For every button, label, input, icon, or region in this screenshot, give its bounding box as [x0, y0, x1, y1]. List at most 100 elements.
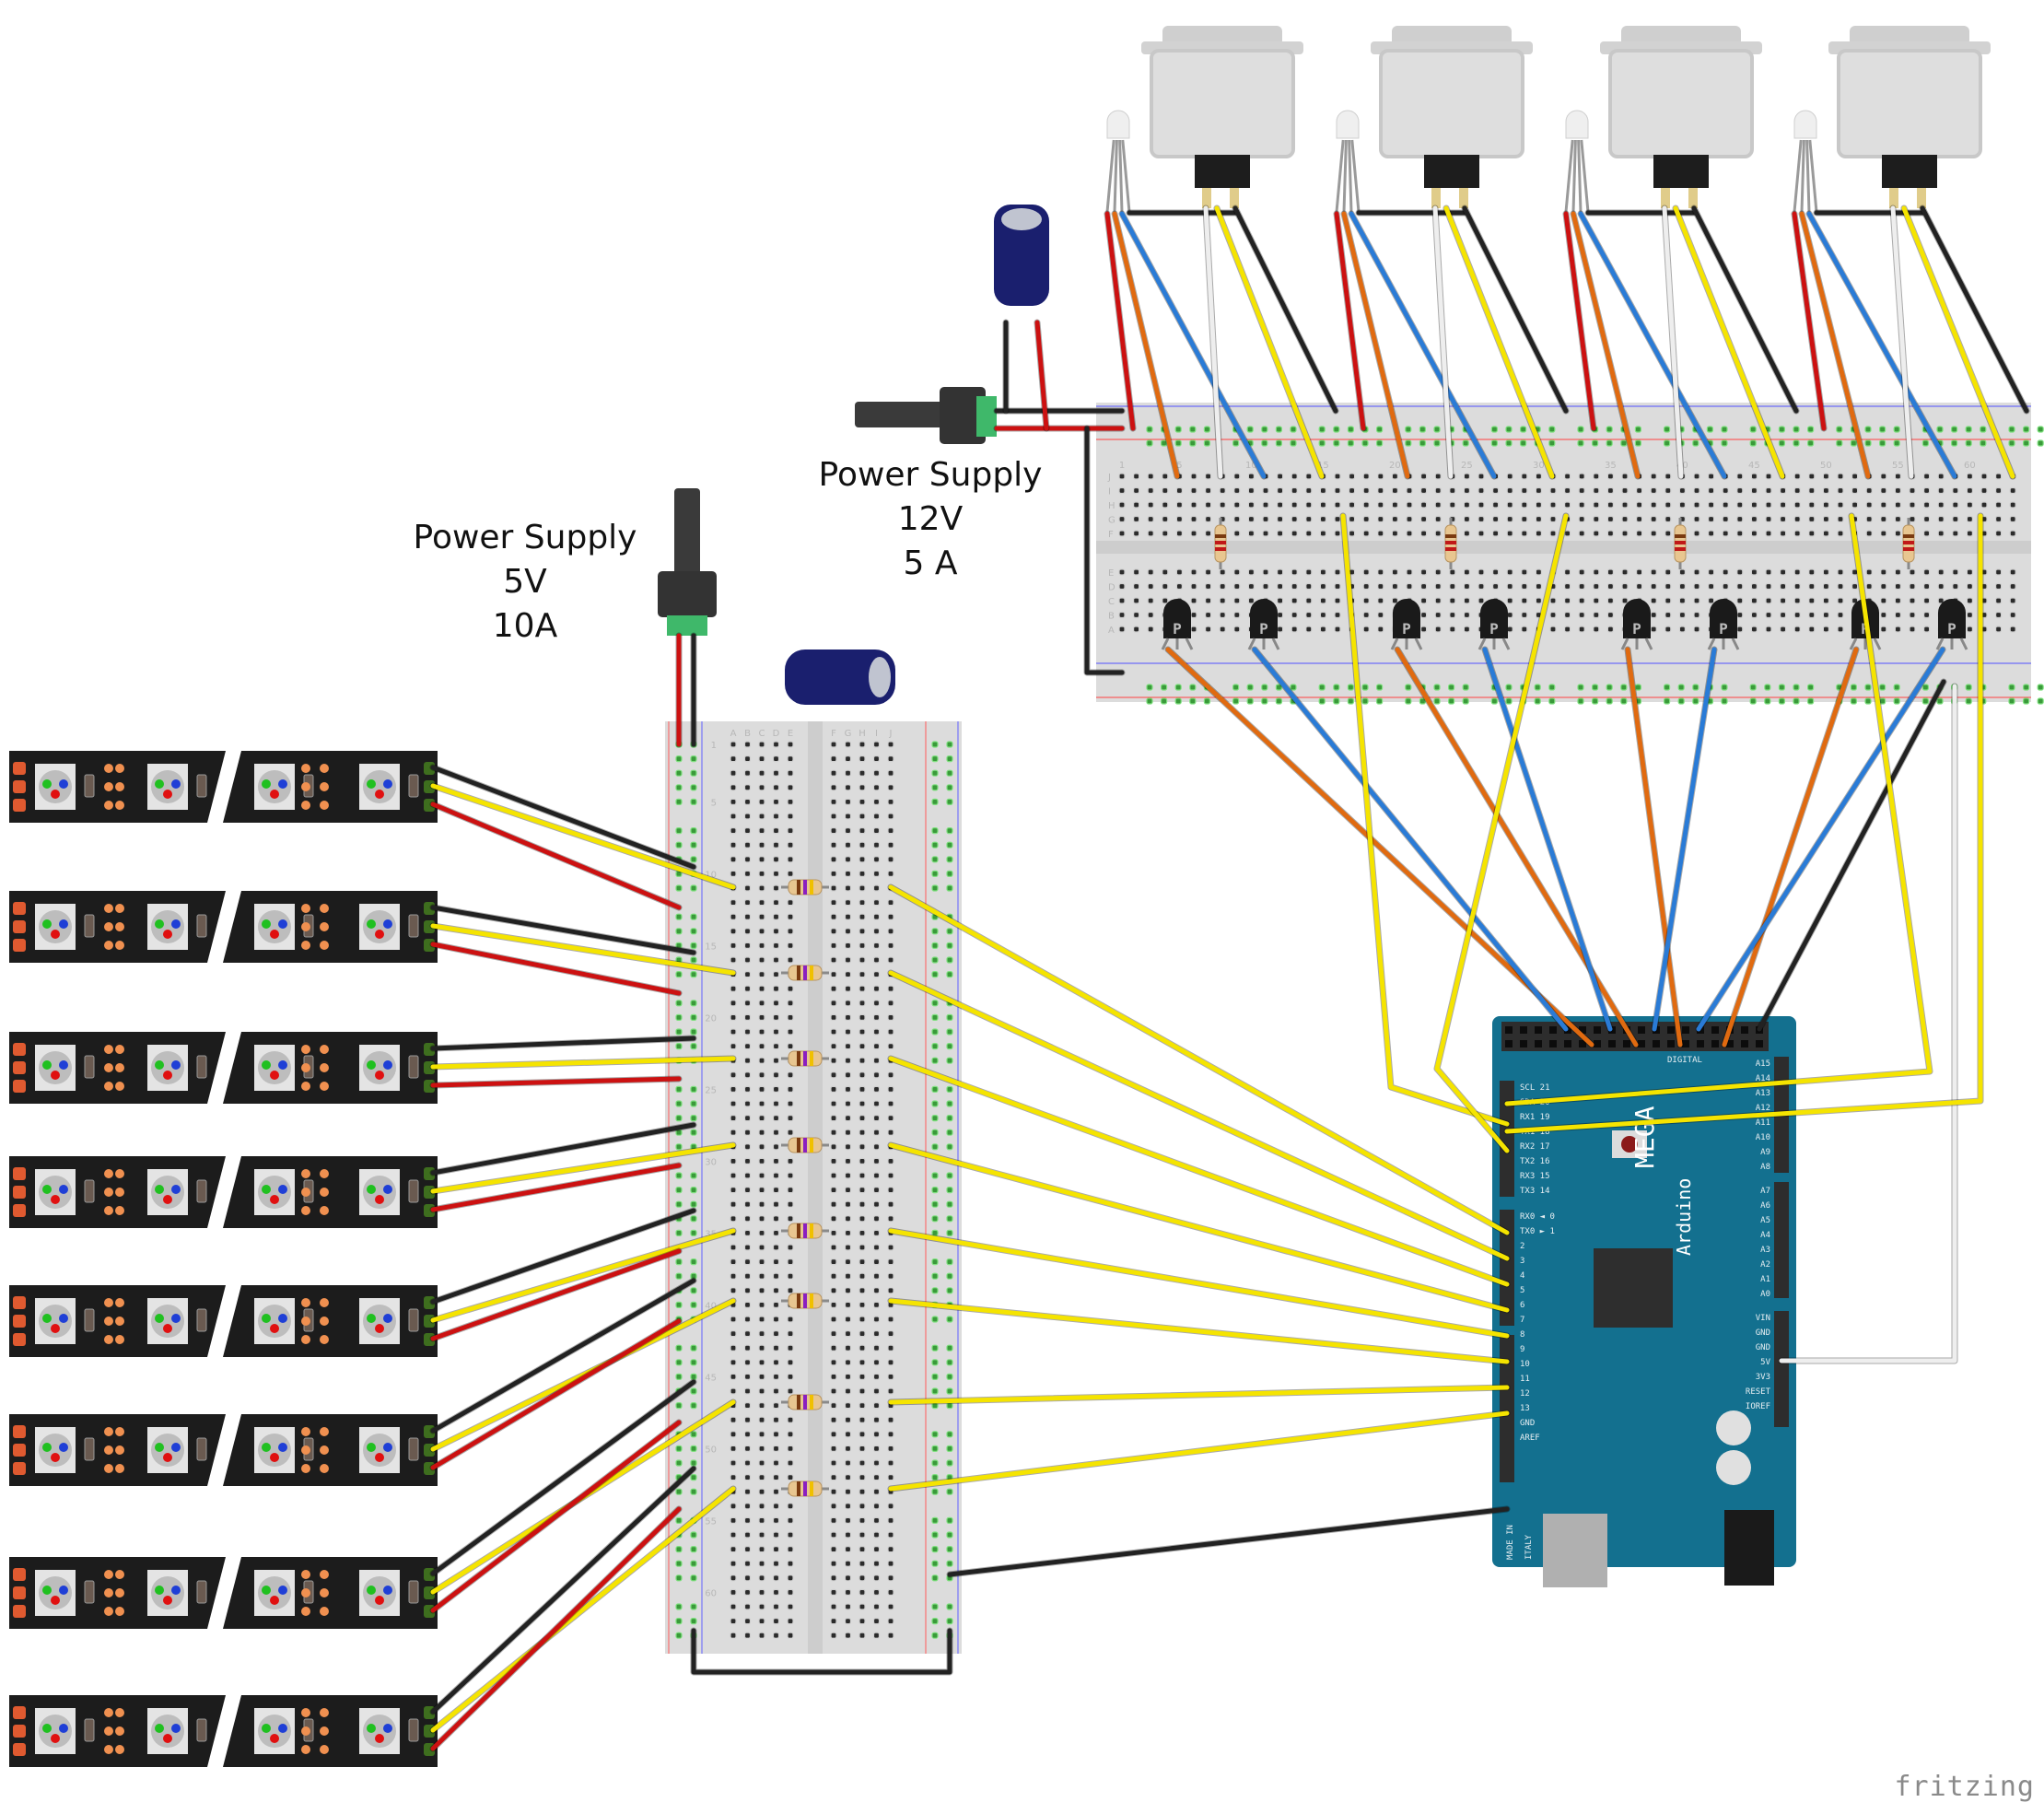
- breadboard-hole: [730, 1287, 737, 1294]
- breadboard-hole: [690, 1301, 697, 1309]
- breadboard-hole: [1952, 501, 1959, 509]
- pwm-pin-label: 4: [1520, 1271, 1524, 1281]
- breadboard-hole: [690, 784, 697, 791]
- breadboard-hole: [1361, 684, 1369, 691]
- breadboard-hole: [872, 1229, 881, 1237]
- led-blue: [383, 779, 392, 789]
- breadboard-row-letter: E: [1108, 568, 1114, 579]
- strip-pad: [301, 764, 310, 773]
- breadboard-hole: [772, 1316, 780, 1323]
- breadboard-hole: [887, 870, 894, 878]
- led-blue: [171, 779, 181, 789]
- transistor-label: P: [1489, 620, 1499, 638]
- breadboard-hole: [758, 942, 765, 950]
- resistor-band: [797, 880, 800, 895]
- breadboard-hole: [730, 1013, 737, 1022]
- breadboard-hole: [1693, 515, 1700, 523]
- breadboard-hole: [1894, 582, 1901, 591]
- analog-pin-label: A3: [1760, 1246, 1770, 1255]
- breadboard-hole: [1578, 582, 1585, 591]
- breadboard-hole: [872, 1431, 881, 1438]
- led-strip: [9, 1285, 438, 1357]
- breadboard-hole: [1334, 626, 1341, 633]
- breadboard-hole: [1175, 486, 1184, 495]
- breadboard-hole: [872, 1588, 881, 1597]
- strip-output-pad: [424, 1315, 435, 1328]
- breadboard-hole: [1822, 501, 1830, 509]
- breadboard-hole: [1937, 515, 1945, 523]
- breadboard-hole: [844, 741, 852, 748]
- breadboard-hole: [787, 1445, 794, 1453]
- breadboard-hole: [931, 1287, 939, 1294]
- breadboard-hole: [1952, 486, 1959, 495]
- breadboard-hole: [887, 1445, 894, 1453]
- breadboard-hole: [1334, 473, 1341, 480]
- switch-wire: [1662, 205, 1684, 479]
- breadboard-hole: [2009, 486, 2016, 495]
- breadboard-hole: [730, 1000, 737, 1007]
- breadboard-hole: [1722, 568, 1729, 576]
- cap-positive-wire: [1034, 320, 1049, 431]
- comm-pin-label: TX2 16: [1520, 1157, 1550, 1166]
- breadboard-hole: [2008, 426, 2015, 433]
- breadboard-hole: [730, 1272, 737, 1280]
- breadboard-hole: [872, 1574, 881, 1582]
- breadboard-hole: [1880, 473, 1887, 480]
- breadboard-hole: [1291, 597, 1298, 604]
- breadboard-hole: [858, 784, 866, 791]
- breadboard-hole: [1247, 515, 1256, 523]
- led-green: [42, 1586, 52, 1595]
- breadboard-hole: [946, 1272, 953, 1280]
- breadboard-hole: [1146, 684, 1153, 691]
- breadboard-hole: [1162, 568, 1169, 576]
- breadboard-hole: [931, 755, 939, 763]
- breadboard-hole: [858, 1085, 866, 1094]
- led-red: [163, 1734, 172, 1743]
- breadboard-hole: [1291, 568, 1298, 576]
- breadboard-hole: [872, 1401, 881, 1410]
- breadboard-hole: [743, 784, 752, 791]
- breadboard-hole: [1865, 501, 1873, 509]
- breadboard-hole: [1535, 582, 1543, 591]
- breadboard-hole: [1535, 501, 1543, 509]
- breadboard-hole: [743, 1459, 752, 1467]
- breadboard-hole: [743, 1042, 752, 1050]
- strip-capacitor: [84, 1179, 95, 1203]
- breadboard-hole: [675, 1229, 683, 1237]
- breadboard-hole: [858, 1000, 866, 1007]
- breadboard-hole: [1606, 486, 1615, 495]
- breadboard-hole: [675, 826, 683, 835]
- led-blue: [59, 919, 68, 929]
- breadboard-column-label: J: [889, 729, 893, 739]
- breadboard-hole: [1478, 597, 1485, 604]
- breadboard-hole: [1995, 530, 2003, 537]
- transistor-leg: [1849, 638, 1858, 650]
- header-pin: [1623, 1040, 1630, 1047]
- breadboard-hole: [830, 1215, 837, 1223]
- breadboard-hole: [858, 1617, 866, 1625]
- breadboard-hole: [830, 1316, 837, 1323]
- breadboard-hole: [858, 755, 866, 763]
- breadboard-hole: [1750, 568, 1758, 576]
- breadboard-hole: [1621, 597, 1629, 604]
- breadboard-hole: [1146, 426, 1153, 433]
- breadboard-hole: [675, 1258, 683, 1266]
- breadboard-hole: [1174, 439, 1182, 447]
- breadboard-hole: [844, 1143, 852, 1151]
- strip-pad: [115, 1570, 124, 1579]
- breadboard-hole: [743, 1157, 752, 1165]
- breadboard-hole: [787, 1172, 794, 1179]
- breadboard-hole: [1635, 515, 1643, 523]
- led-blue: [383, 1185, 392, 1194]
- breadboard-hole: [872, 1459, 881, 1467]
- breadboard-hole: [1549, 597, 1557, 604]
- breadboard-hole: [690, 913, 697, 920]
- breadboard-hole: [1189, 439, 1197, 447]
- resistor-band: [803, 1395, 807, 1410]
- strip-pad: [115, 1169, 124, 1178]
- breadboard-hole: [787, 1028, 794, 1036]
- pwm-pin-label: 13: [1520, 1404, 1530, 1413]
- breadboard-hole: [1391, 473, 1399, 480]
- led-green: [155, 1586, 164, 1595]
- led-green: [367, 919, 376, 929]
